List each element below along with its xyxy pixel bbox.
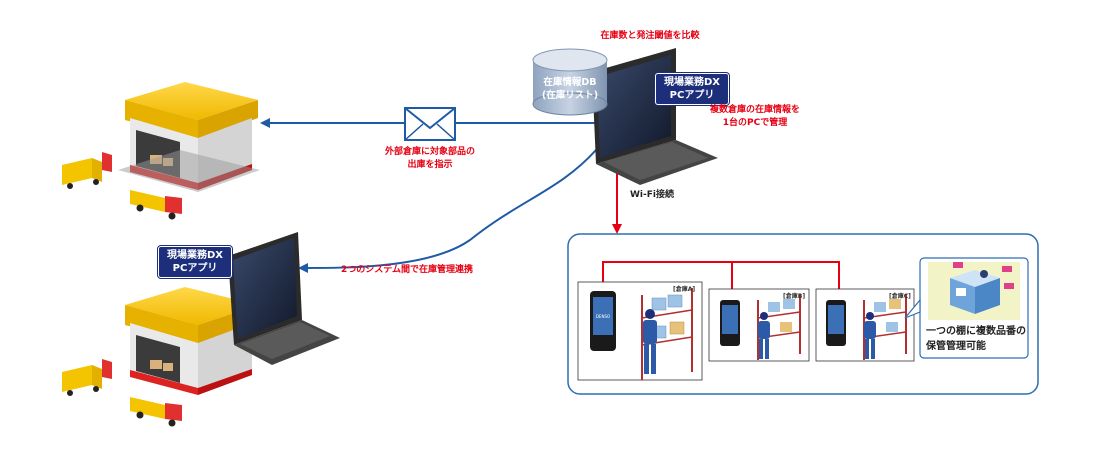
envelope-icon — [404, 107, 456, 141]
app-badge-left-line2: PCアプリ — [172, 263, 218, 274]
instruct-label-line1: 外部倉庫に対象部品の — [384, 147, 475, 157]
worker-icon — [643, 309, 657, 374]
handheld-terminal-icon — [826, 300, 846, 346]
multi-storage-line1: 一つの棚に複数品番の — [926, 326, 1026, 337]
multi-storage-line2: 保管管理可能 — [926, 341, 986, 352]
db-label-line1: 在庫情報DB — [543, 77, 597, 88]
manage-label: 複数倉庫の在庫情報を 1台のPCで管理 — [695, 104, 815, 130]
warehouse-b-label: [倉庫B] — [783, 293, 806, 300]
app-badge-top-line2: PCアプリ — [669, 90, 715, 101]
truck-icon — [130, 190, 182, 220]
worker-icon — [864, 312, 876, 359]
worker-icon — [758, 312, 770, 359]
handheld-terminal-icon — [720, 300, 740, 346]
multi-storage-label: 一つの棚に複数品番の 保管管理可能 — [926, 324, 1026, 354]
compare-label: 在庫数と発注閾値を比較 — [600, 31, 700, 41]
db-label: 在庫情報DB (在庫リスト) — [535, 76, 605, 102]
warehouse-a-label: [倉庫A] — [673, 286, 696, 293]
database-icon — [532, 48, 608, 116]
instruct-label: 外部倉庫に対象部品の 出庫を指示 — [370, 146, 490, 172]
app-badge-top: 現場業務DX PCアプリ — [655, 73, 729, 105]
wifi-label: Wi-Fi接続 — [630, 190, 674, 200]
laptop-icon — [228, 232, 340, 365]
network-lines — [602, 261, 840, 290]
truck-icon — [62, 359, 112, 396]
link-arrow — [298, 149, 597, 273]
connectors — [260, 118, 622, 273]
two-systems-label: 2つのシステム間で在庫管理連携 — [341, 265, 473, 275]
svg-text:DENSO: DENSO — [596, 314, 610, 319]
warehouse-c-label: [倉庫C] — [889, 293, 911, 300]
instruct-label-line2: 出庫を指示 — [407, 160, 453, 170]
warehouse-icon — [118, 82, 260, 192]
app-badge-left: 現場業務DX PCアプリ — [158, 246, 232, 278]
truck-icon — [62, 152, 112, 189]
manage-label-line1: 複数倉庫の在庫情報を — [709, 105, 800, 115]
handheld-terminal-icon: DENSO — [590, 291, 616, 351]
db-label-line2: (在庫リスト) — [541, 90, 599, 101]
manage-label-line2: 1台のPCで管理 — [722, 118, 788, 128]
app-badge-left-line1: 現場業務DX — [166, 250, 223, 261]
truck-icon — [130, 397, 182, 427]
storage-box-icon — [950, 262, 1014, 314]
app-badge-top-line1: 現場業務DX — [663, 77, 720, 88]
